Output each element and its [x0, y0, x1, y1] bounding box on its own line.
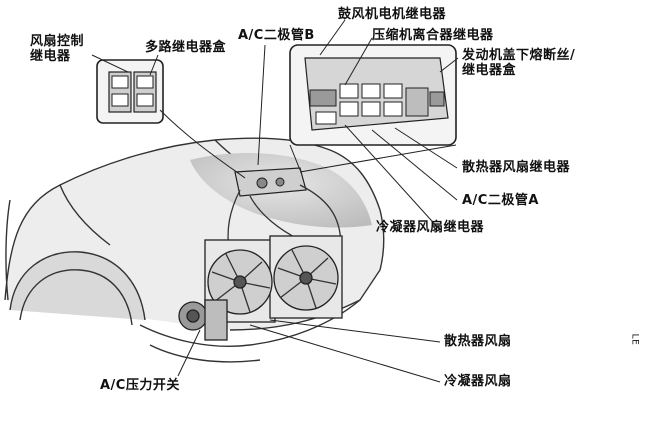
leader-lines	[91, 19, 459, 383]
ac-compressor	[178, 299, 228, 341]
label-fan-control-relay: 风扇控制 继电器	[30, 34, 84, 64]
label-fan-control-relay-line1: 风扇控制	[30, 34, 85, 49]
label-underhood-fuse-relay-box-line1: 发动机盖下熔断丝/	[462, 48, 576, 63]
label-multi-relay-box: 多路继电器盒	[145, 40, 227, 55]
label-underhood-fuse-relay-box-line2: 继电器盒	[462, 63, 517, 78]
label-blower-motor-relay: 鼓风机电机继电器	[338, 7, 447, 22]
engine-bay-relay-box	[234, 167, 307, 197]
label-ac-pressure-switch: A/C压力开关	[100, 378, 180, 393]
label-condenser-fan-relay: 冷凝器风扇继电器	[376, 220, 485, 235]
multi-relay-box-inset	[96, 59, 164, 124]
cooling-fans	[204, 235, 343, 323]
label-radiator-fan: 散热器风扇	[444, 334, 512, 349]
label-ac-diode-b: A/C二极管B	[238, 28, 315, 43]
label-compressor-clutch-relay: 压缩机离合器继电器	[372, 28, 494, 43]
fuse-relay-box-inset	[289, 44, 457, 146]
label-underhood-fuse-relay-box: 发动机盖下熔断丝/ 继电器盒	[462, 48, 575, 78]
corner-mark: LE	[629, 333, 640, 346]
label-ac-diode-a: A/C二极管A	[462, 193, 539, 208]
label-fan-control-relay-line2: 继电器	[30, 49, 71, 64]
label-condenser-fan: 冷凝器风扇	[444, 374, 512, 389]
label-radiator-fan-relay: 散热器风扇继电器	[462, 160, 571, 175]
